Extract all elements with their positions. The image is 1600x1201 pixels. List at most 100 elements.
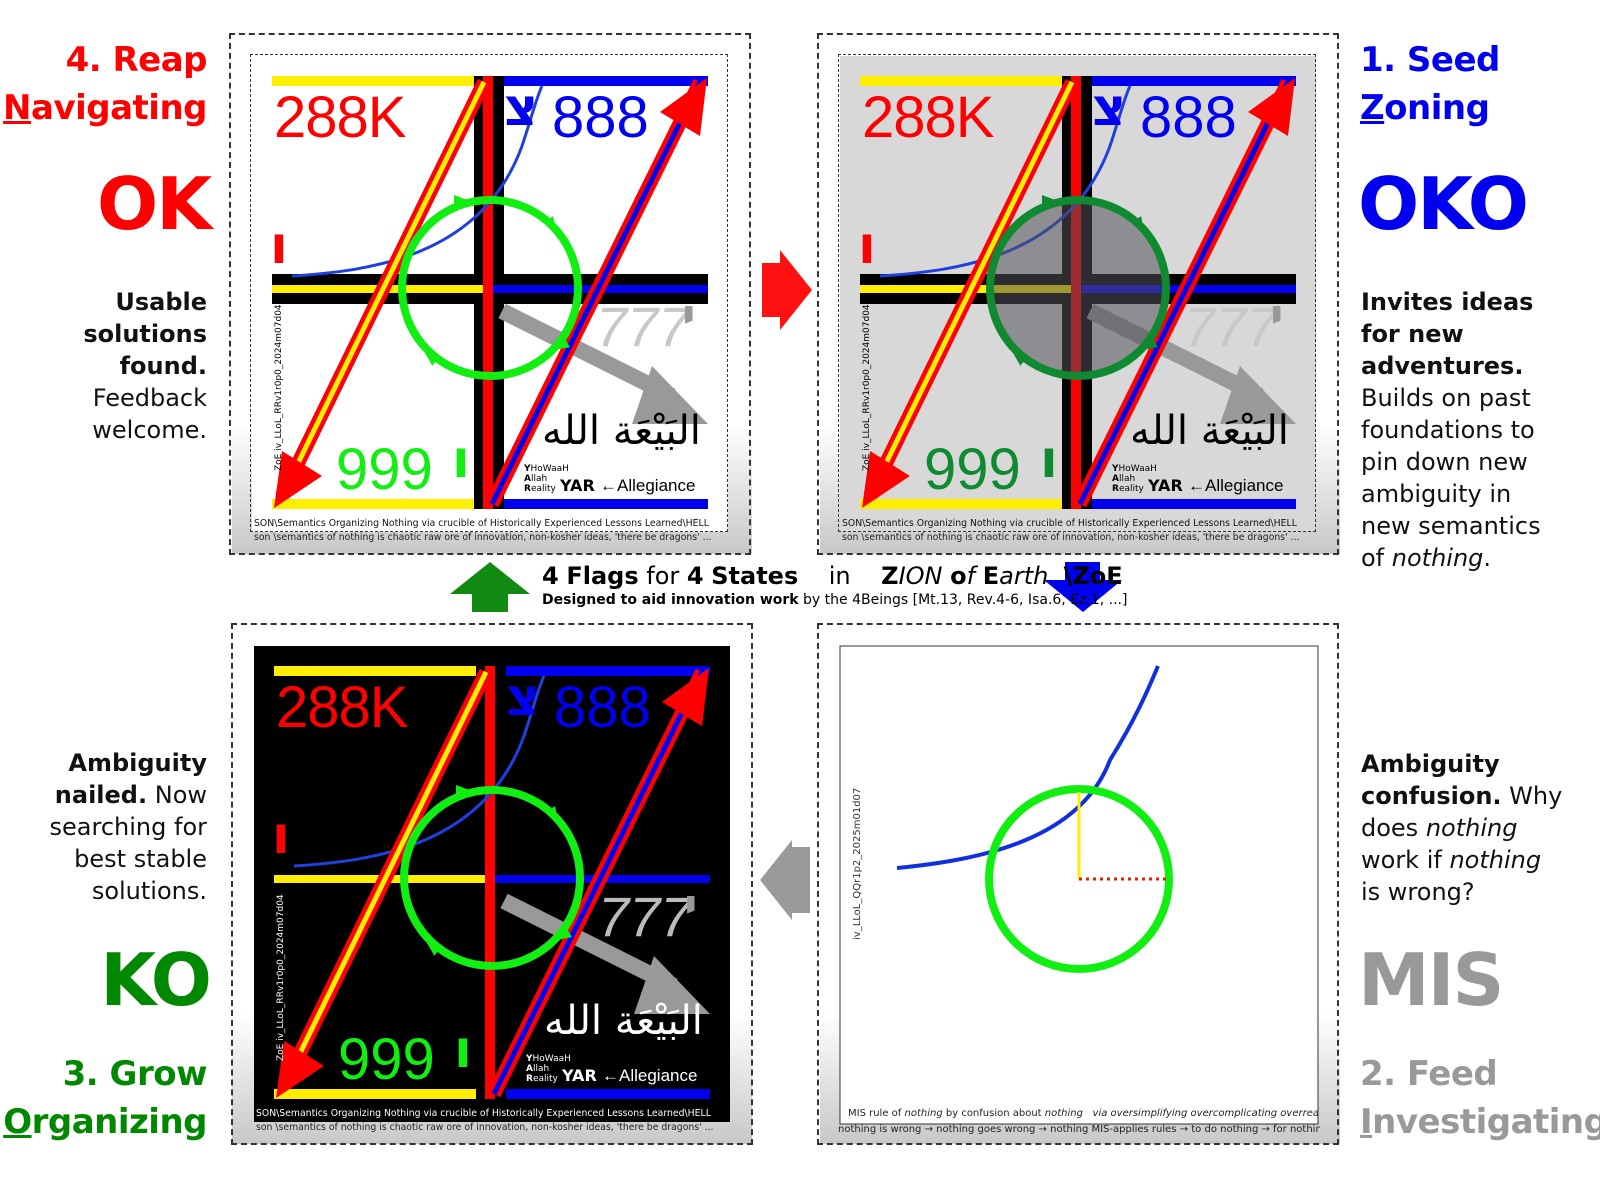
flag-side-label: ZoE iv_LLoL_RRv1r0p0_2024m07d04 bbox=[862, 304, 872, 471]
flag-reap bbox=[252, 56, 728, 532]
state-seed-desc: Invites ideas for new adventures. Builds… bbox=[1361, 288, 1541, 572]
flag-diag-right-blue bbox=[491, 670, 705, 1096]
panel-reap-frame bbox=[229, 33, 751, 555]
flag-grey-arrow-head bbox=[634, 956, 710, 1014]
flag-ring-arrow bbox=[1011, 350, 1028, 366]
flag-caption-2: son \semantics of nothing is chaotic raw… bbox=[256, 1122, 714, 1133]
flag-allegiance: ←Allegiance bbox=[602, 1066, 698, 1085]
flag-top-yellow-bar bbox=[860, 76, 1076, 86]
flag-yar: YAR bbox=[562, 1066, 597, 1085]
state-reap-desc: Usable solutions found. Feedback welcome… bbox=[83, 288, 207, 444]
flag-vav-left: ו bbox=[270, 216, 288, 276]
flag-top-yellow-bar bbox=[272, 76, 488, 86]
flag-num-888: 888 bbox=[552, 85, 649, 150]
flag-bottom-yellow-bar bbox=[860, 499, 1076, 509]
flag-vav-left: ו bbox=[272, 806, 290, 866]
state-grow-step: 3. Grow bbox=[62, 1054, 208, 1094]
flag-top-blue-bar bbox=[490, 666, 710, 676]
state-feed-label: 2. Feed Investigating bbox=[1360, 1050, 1600, 1146]
flag-bottom-blue-bar bbox=[488, 499, 708, 509]
flag-allegiance: ←Allegiance bbox=[600, 476, 696, 495]
state-feed-code: MIS bbox=[1358, 938, 1504, 1022]
flag-num-888: 888 bbox=[554, 675, 651, 740]
flag-curve bbox=[291, 85, 544, 278]
flag-num-777: 777 bbox=[598, 885, 692, 948]
flag-diag-left-head bbox=[274, 451, 322, 508]
flag-yod: י bbox=[1270, 288, 1284, 342]
arrow-grow-to-reap bbox=[450, 562, 530, 612]
panel-seed-inner-frame bbox=[838, 54, 1316, 532]
flag-diag-right-blue bbox=[489, 80, 703, 506]
flag-curve bbox=[293, 675, 546, 868]
panel-reap-inner-frame bbox=[250, 54, 728, 532]
flag-grey-arrow-shaft bbox=[500, 893, 678, 994]
state-grow-verb: Organizing bbox=[3, 1102, 207, 1142]
state-grow-code: KO bbox=[100, 938, 212, 1022]
state-feed-desc: Ambiguity confusion. Why does nothing wo… bbox=[1361, 750, 1563, 906]
mis-circle bbox=[985, 785, 1173, 973]
mis-curve bbox=[896, 665, 1160, 870]
flag-side-label: ZoE iv_LLoL_RRv1r0p0_2024m07d04 bbox=[274, 304, 284, 471]
flag-caption-2: son \semantics of nothing is chaotic raw… bbox=[842, 532, 1300, 543]
flag-vav-bottom: ו bbox=[452, 430, 470, 490]
center-title: 4 Flags for 4 States in ZION of Earth \Z… bbox=[542, 562, 1123, 590]
flag-yar: YAR bbox=[560, 476, 595, 495]
flag-caption-1: SON\Semantics Organizing Nothing via cru… bbox=[254, 518, 709, 529]
flag-ring-arrow bbox=[1141, 336, 1158, 350]
flag-diag-left-yellow bbox=[281, 670, 489, 1088]
flag-diag-left-head bbox=[862, 451, 910, 508]
flag-num-999: 999 bbox=[924, 437, 1021, 502]
flag-tsade: צ bbox=[506, 668, 540, 728]
flag-diag-left-yellow bbox=[279, 80, 487, 498]
flag-yod: י bbox=[682, 288, 696, 342]
flag-tsade: צ bbox=[504, 78, 538, 138]
arrow-reap-to-seed bbox=[762, 250, 812, 330]
flag-diag-right-head bbox=[660, 78, 707, 136]
flag-caption-2: son \semantics of nothing is chaotic raw… bbox=[254, 532, 712, 543]
flag-side-label: ZoE iv_LLoL_RRv1r0p0_2024m07d04 bbox=[276, 894, 286, 1061]
state-reap-label: 4. Reap Navigating bbox=[0, 36, 207, 132]
flag-ring-arrow bbox=[553, 336, 570, 350]
flag-bottom-yellow-bar bbox=[272, 499, 488, 509]
state-reap-verb: Navigating bbox=[3, 88, 207, 128]
center-subtitle: Designed to aid innovation work by the 4… bbox=[542, 592, 1128, 608]
flag-ring-arrow bbox=[542, 216, 556, 233]
flag-ring-arrow bbox=[425, 940, 442, 956]
state-feed-verb: Investigating bbox=[1360, 1102, 1600, 1142]
flag-num-999: 999 bbox=[338, 1027, 435, 1092]
flag-yod: י bbox=[684, 878, 698, 932]
flag-seed bbox=[840, 56, 1316, 532]
flag-caption-1: SON\Semantics Organizing Nothing via cru… bbox=[256, 1108, 711, 1119]
flag-ring-arrow bbox=[1130, 216, 1144, 233]
state-seed-step: 1. Seed bbox=[1360, 40, 1500, 80]
flag-diag-left-head bbox=[276, 1041, 324, 1098]
flag-arabic: البَيْعَة الله bbox=[544, 998, 703, 1044]
flag-caption-1: SON\Semantics Organizing Nothing via cru… bbox=[842, 518, 1297, 529]
state-seed-label: 1. Seed Zoning bbox=[1360, 36, 1595, 132]
flag-arabic: البَيْعَة الله bbox=[1130, 408, 1289, 454]
flag-ring bbox=[986, 196, 1170, 380]
flag-yar: YAR bbox=[1148, 476, 1183, 495]
flag-ring-arrow bbox=[1042, 195, 1058, 207]
flag-grow bbox=[254, 646, 730, 1122]
flag-top-blue-bar bbox=[1076, 76, 1296, 86]
flag-vav-bottom: ו bbox=[1040, 430, 1058, 490]
mis-caption-2: nothing is wrong → nothing goes wrong → … bbox=[838, 1124, 1320, 1135]
flag-ring bbox=[398, 196, 582, 380]
flag-num-777: 777 bbox=[1184, 295, 1278, 358]
flag-ring bbox=[400, 786, 584, 970]
flag-grey-arrow-shaft bbox=[498, 303, 676, 404]
flag-grey-arrow-head bbox=[632, 366, 708, 424]
flag-feed bbox=[839, 645, 1319, 1125]
flag-vav-left: ו bbox=[858, 216, 876, 276]
mis-caption-1: MIS rule of nothing by confusion about n… bbox=[848, 1108, 1318, 1119]
state-reap-step: 4. Reap bbox=[65, 40, 208, 80]
flag-grey-arrow-head bbox=[1220, 366, 1296, 424]
flag-diag-right-head bbox=[1248, 78, 1295, 136]
flag-diag-right-head bbox=[662, 668, 709, 726]
